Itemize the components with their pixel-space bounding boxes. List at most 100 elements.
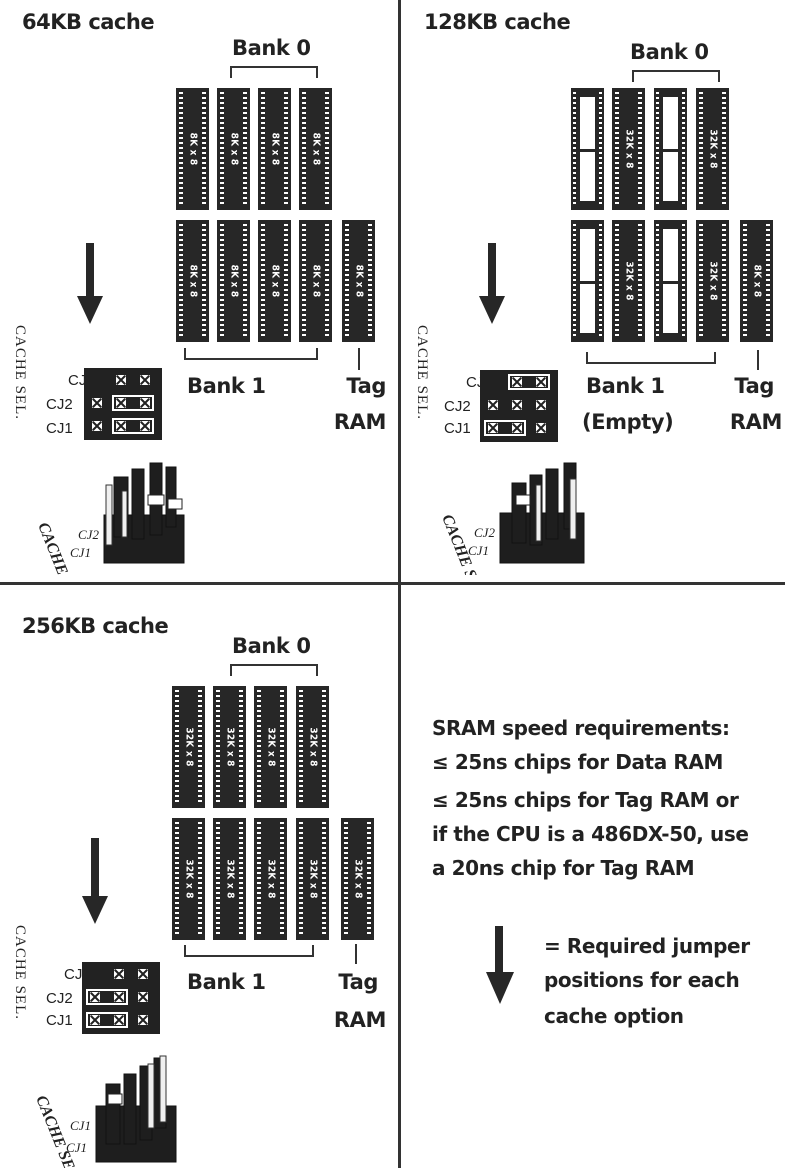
photo-label-cj1: CJ1 [66, 1140, 87, 1155]
cj2-label: CJ2 [46, 990, 73, 1007]
bank0-bracket [230, 66, 318, 78]
cache-sel-vertical: CACHE SEL. [12, 325, 28, 421]
sram-chip-bank1-1: 8K x 8 [217, 220, 250, 342]
photo-label-cj2: CJ2 [474, 525, 495, 540]
bank1-bracket [184, 348, 318, 360]
jumper-pin-icon [136, 990, 150, 1004]
chip-label: 32K x 8 [183, 859, 194, 899]
jumper-pin-icon [112, 967, 126, 981]
empty-socket-bank1-2 [571, 220, 604, 342]
chip-label: 8K x 8 [310, 264, 321, 298]
jumper-pin-icon [138, 396, 152, 410]
panel-title: 256KB cache [22, 614, 169, 638]
jumper-pin-icon [114, 396, 128, 410]
chip-label: 32K x 8 [707, 261, 718, 301]
tag-ram-chip: 32K x 8 [341, 818, 374, 940]
arrow-down-icon [86, 243, 94, 298]
chip-label: 32K x 8 [224, 727, 235, 767]
jumper-pin-icon [510, 398, 524, 412]
legend-line-2: positions for each [544, 968, 740, 992]
chip-label: 8K x 8 [269, 264, 280, 298]
bank0-label: Bank 0 [232, 634, 311, 658]
requirements-line-3: ≤ 25ns chips for Tag RAM or [432, 788, 739, 812]
arrow-down-icon [91, 838, 99, 898]
bank0-bracket [632, 70, 720, 82]
ram-label: RAM [729, 410, 783, 434]
bank1-label: Bank 1 [187, 970, 266, 994]
vertical-divider-top [398, 0, 401, 582]
tag-ram-chip: 8K x 8 [342, 220, 375, 342]
tag-label: Tag [346, 374, 386, 398]
jumper-block [82, 962, 160, 1034]
legend-line-1: = Required jumper [544, 934, 750, 958]
empty-socket-bank1-0 [571, 88, 604, 210]
requirements-line-1: SRAM speed requirements: [432, 716, 730, 740]
cj1-label: CJ1 [46, 420, 73, 437]
chip-label: 8K x 8 [353, 264, 364, 298]
chip-label: 32K x 8 [183, 727, 194, 767]
cj1-label: CJ1 [46, 1012, 73, 1029]
sram-chip-bank0-3: 32K x 8 [696, 220, 729, 342]
cj2-label: CJ2 [444, 398, 471, 415]
vertical-divider-bottom [398, 585, 401, 1168]
jumper-pin-icon [138, 373, 152, 387]
sram-chip-bank1-0: 32K x 8 [172, 818, 205, 940]
jumper-pin-icon [136, 967, 150, 981]
legend-arrow-down-icon-head [486, 972, 514, 1004]
photo-label-cj2: CJ1 [70, 1118, 91, 1133]
jumper-shunt [86, 989, 128, 1005]
bank0-label: Bank 0 [630, 40, 709, 64]
sram-chip-bank1-1: 32K x 8 [213, 818, 246, 940]
bank1-empty-label: (Empty) [582, 410, 674, 434]
chip-label: 32K x 8 [224, 859, 235, 899]
chip-label: 32K x 8 [623, 261, 634, 301]
chip-label: 8K x 8 [269, 132, 280, 166]
chip-label: 8K x 8 [228, 264, 239, 298]
jumper-pin-icon [112, 990, 126, 1004]
jumper-pin-icon [112, 1013, 126, 1027]
arrow-down-icon [488, 243, 496, 298]
tag-label: Tag [338, 970, 378, 994]
chip-label: 8K x 8 [187, 132, 198, 166]
ram-label: RAM [333, 1008, 387, 1032]
jumper-shunt [86, 1012, 128, 1028]
chip-label: 32K x 8 [307, 859, 318, 899]
jumper-pin-icon [510, 421, 524, 435]
chip-label: 32K x 8 [352, 859, 363, 899]
sram-chip-bank1-0: 8K x 8 [176, 220, 209, 342]
sram-chip-bank0-1: 32K x 8 [213, 686, 246, 808]
sram-chip-bank0-2: 32K x 8 [254, 686, 287, 808]
panel-title: 64KB cache [22, 10, 155, 34]
jumper-pin-icon [114, 373, 128, 387]
jumper-pin-icon [534, 375, 548, 389]
jumper-shunt [484, 420, 526, 436]
chip-label: 32K x 8 [265, 727, 276, 767]
jumper-pin-icon [486, 398, 500, 412]
requirements-line-4: if the CPU is a 486DX-50, use [432, 822, 749, 846]
tag-tick [355, 944, 357, 964]
jumper-pin-icon [136, 1013, 150, 1027]
bank1-label: Bank 1 [187, 374, 266, 398]
sram-chip-bank0-0: 32K x 8 [172, 686, 205, 808]
jumper-pin-icon [486, 421, 500, 435]
jumper-shunt [112, 418, 154, 434]
cj1-label: CJ1 [444, 420, 471, 437]
sram-chip-bank1-3: 8K x 8 [299, 220, 332, 342]
chip-label: 8K x 8 [751, 264, 762, 298]
cj2-label: CJ2 [46, 396, 73, 413]
sram-chip-bank0-2: 8K x 8 [258, 88, 291, 210]
sram-chip-bank0-0: 8K x 8 [176, 88, 209, 210]
bank0-bracket [230, 664, 318, 676]
jumper-block [480, 370, 558, 442]
bank0-label: Bank 0 [232, 36, 311, 60]
jumper-pin-icon [88, 990, 102, 1004]
chip-label: 8K x 8 [228, 132, 239, 166]
sram-chip-bank1-2: 32K x 8 [254, 818, 287, 940]
cache-sel-vertical: CACHE SEL. [12, 925, 28, 1021]
sram-chip-bank0-3: 8K x 8 [299, 88, 332, 210]
jumper-shunt [112, 395, 154, 411]
sram-chip-bank0-1: 8K x 8 [217, 88, 250, 210]
sram-chip-bank0-1: 32K x 8 [696, 88, 729, 210]
requirements-line-5: a 20ns chip for Tag RAM [432, 856, 695, 880]
jumper-shunt [508, 374, 550, 390]
